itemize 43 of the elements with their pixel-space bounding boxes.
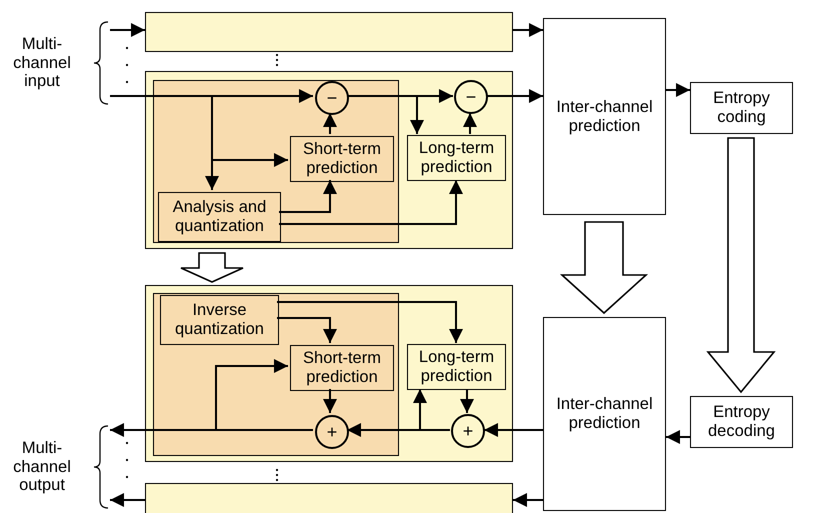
arrow: [277, 301, 463, 343]
arrow: [110, 493, 145, 507]
summing-junction: −: [315, 81, 349, 115]
process-box: Long-term prediction: [407, 344, 506, 390]
channel-panel: [145, 483, 513, 513]
arrow: [279, 180, 463, 225]
arrow: [279, 180, 337, 213]
process-box: Inter-channel prediction: [543, 18, 666, 215]
arrow: [666, 430, 690, 444]
arrow: [110, 23, 145, 37]
channel-panel: [145, 285, 513, 462]
process-box: Analysis and quantization: [158, 192, 281, 242]
arrow: [215, 359, 313, 431]
channel-panel: [145, 12, 513, 52]
process-box: Entropy coding: [690, 82, 793, 134]
arrow: [277, 317, 337, 343]
process-box: Short-term prediction: [290, 345, 394, 391]
arrow: [323, 113, 337, 134]
summing-junction: +: [315, 415, 349, 449]
arrow: [463, 113, 477, 134]
process-box: Inverse quantization: [160, 295, 279, 345]
group-label: Multi-channel output: [12, 438, 72, 496]
arrow: [666, 83, 690, 97]
arrow: [487, 89, 543, 103]
process-box: Short-term prediction: [290, 136, 394, 182]
channel-panel: [145, 71, 513, 249]
channel-panel: [153, 80, 399, 243]
arrow: [484, 423, 543, 437]
arrow: [513, 23, 543, 37]
summing-junction: +: [451, 414, 485, 448]
summing-junction: −: [454, 80, 488, 114]
channel-panel: [153, 293, 399, 456]
process-box: Inter-channel prediction: [543, 317, 666, 511]
process-box: Long-term prediction: [407, 135, 506, 181]
arrow: [460, 389, 474, 413]
process-box: Entropy decoding: [690, 396, 793, 448]
block-arrow: [706, 137, 776, 394]
group-label: Multi-channel input: [12, 34, 72, 92]
block-arrow: [560, 221, 648, 314]
arrow: [323, 389, 337, 413]
arrow: [513, 493, 543, 507]
arrow: [413, 389, 450, 431]
block-arrow: [180, 252, 244, 283]
